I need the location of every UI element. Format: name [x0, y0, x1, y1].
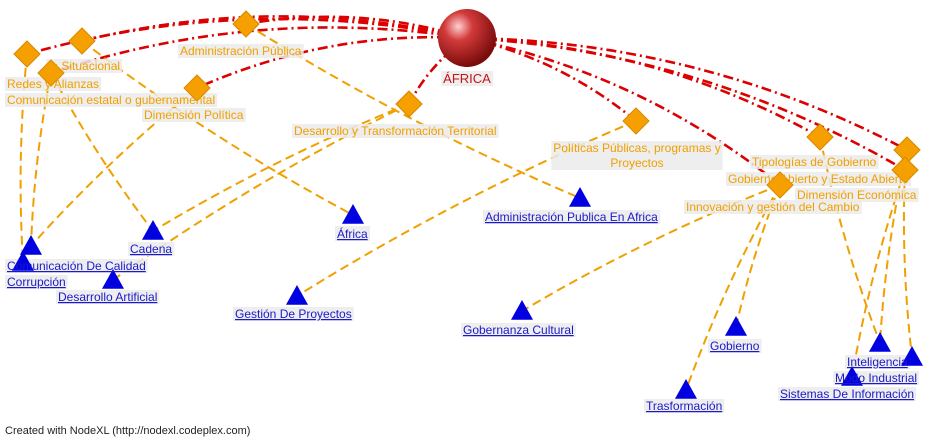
edge-innovacion-gob_cultural	[521, 184, 781, 312]
label-background	[142, 108, 246, 122]
entity-node-cadena[interactable]	[142, 220, 164, 240]
label-background	[644, 399, 725, 413]
edge-tipologias-inteligencia	[819, 136, 881, 344]
edge-situacional-africa	[81, 40, 354, 216]
entity-label-admin_africa: Administración Publica En Africa	[485, 210, 658, 224]
entity-label-com_calidad: Comunicación De Calidad	[7, 259, 146, 273]
label-background	[441, 71, 494, 86]
edge-comunicacion-cadena	[50, 72, 154, 232]
topic-label-innovacion: Innovación y gestión del Cambio	[686, 200, 860, 214]
entity-node-des_artificial[interactable]	[102, 269, 124, 289]
entity-label-cadena: Cadena	[130, 242, 172, 256]
topic-node-admin_publica[interactable]	[232, 10, 260, 38]
label-background	[845, 355, 911, 369]
hub-label: ÁFRICA	[443, 71, 491, 86]
entity-label-trasformacion: Trasformación	[646, 399, 722, 413]
edge-hub-situacional	[81, 15, 468, 43]
topic-label-dim_economica: Dimensión Económica	[797, 188, 917, 202]
label-background	[461, 323, 576, 337]
entity-label-corrupcion: Corrupción	[7, 275, 66, 289]
edge-hub-innovacion	[466, 36, 781, 187]
topic-node-innovacion[interactable]	[766, 171, 794, 199]
edge-desarrollo-cadena	[152, 103, 410, 232]
entity-node-corrupcion[interactable]	[12, 251, 34, 271]
edge-redes-corrupcion	[19, 53, 28, 263]
label-background	[750, 155, 879, 169]
topic-node-desarrollo[interactable]	[395, 90, 423, 118]
labels-layer: Administración Pública to SituacionalRede…	[7, 44, 917, 413]
topic-node-dim_economica[interactable]	[891, 156, 919, 184]
topic-node-comunicacion[interactable]	[37, 59, 65, 87]
entity-node-inteligencia[interactable]	[869, 332, 891, 352]
label-background	[292, 124, 499, 138]
entity-label-gestion_proy: Gestión De Proyectos	[235, 307, 352, 321]
topic-label-comunicacion: Comunicación estatal o gubernamental	[7, 93, 215, 107]
entity-node-modo_industrial[interactable]	[841, 366, 863, 386]
label-background	[335, 226, 370, 241]
label-background	[56, 290, 160, 304]
edge-hub-gob_abierto	[466, 36, 908, 152]
label-background	[5, 259, 148, 273]
topic-label-admin_publica: Administración Pública	[180, 44, 302, 58]
entity-label-des_artificial: Desarrollo Artificial	[58, 290, 157, 304]
entity-label-inteligencia: Inteligencia	[847, 355, 908, 369]
label-background	[551, 141, 723, 170]
topic-label-tipologias: Tipologías de Gobierno	[752, 155, 877, 169]
entity-node-gestion_proy[interactable]	[286, 285, 308, 305]
entity-label-africa: África	[337, 226, 368, 241]
entity-node-com_calidad[interactable]	[20, 235, 42, 255]
edge-hub-dim_politica	[196, 35, 468, 90]
topic-node-redes[interactable]	[13, 40, 41, 68]
label-background	[46, 59, 123, 73]
entity-node-admin_africa[interactable]	[569, 187, 591, 207]
entity-node-trasformacion[interactable]	[675, 379, 697, 399]
label-background	[178, 44, 304, 58]
entity-node-africa[interactable]	[342, 204, 364, 224]
label-background	[795, 188, 919, 202]
label-background	[483, 210, 661, 224]
edge-hub-dim_economica	[466, 36, 906, 172]
hub-node[interactable]	[438, 9, 496, 67]
label-background	[233, 307, 354, 321]
label-background	[5, 275, 68, 289]
entity-label-sistemas_info: Sistemas De Información	[780, 387, 914, 401]
topic-label-dim_politica: Dimensión Política	[144, 108, 244, 122]
topic-node-situacional[interactable]	[68, 27, 96, 55]
topic-label-gob_abierto: Gobierno Abierto y Estado Abierto	[728, 172, 909, 186]
topic-label-desarrollo: Desarrollo y Transformación Territorial	[294, 124, 497, 138]
label-background	[684, 200, 862, 214]
topic-label-redes: Redes y Alianzas	[7, 77, 99, 91]
label-background	[708, 339, 762, 353]
entity-node-sistemas_info[interactable]	[901, 346, 923, 366]
label-background	[5, 93, 218, 107]
label-background	[128, 242, 175, 256]
credit-text: Created with NodeXL (http://nodexl.codep…	[5, 425, 251, 437]
edge-gob_abierto-inteligencia	[879, 149, 908, 344]
edge-innovacion-trasformacion	[685, 184, 781, 391]
nodes-layer	[12, 9, 923, 399]
edge-hub-comunicacion	[50, 26, 468, 75]
entity-node-gobierno[interactable]	[725, 316, 747, 336]
label-background	[778, 387, 917, 401]
entity-label-gob_cultural: Gobernanza Cultural	[463, 323, 574, 337]
topic-node-politicas[interactable]	[622, 107, 650, 135]
topic-node-tipologias[interactable]	[806, 123, 834, 151]
edge-dim_economica-modo_industrial	[851, 169, 906, 378]
entity-label-gobierno: Gobierno	[710, 339, 760, 353]
entity-node-gob_cultural[interactable]	[511, 300, 533, 320]
topic-node-dim_politica[interactable]	[183, 74, 211, 102]
entity-label-modo_industrial: Modo Industrial	[835, 371, 917, 385]
topic-label-situacional: to Situacional	[48, 59, 120, 73]
